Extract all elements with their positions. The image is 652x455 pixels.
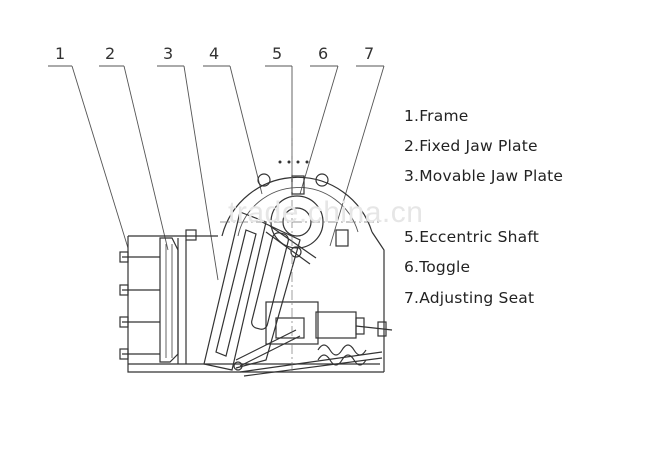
legend-item-movable-jaw-plate: 3.Movable Jaw Plate [404,167,564,185]
callout-number-5: 5 [272,44,283,63]
toggle [233,329,383,377]
callout-number-1: 1 [55,44,66,63]
legend-item-toggle: 6.Toggle [404,258,471,276]
callout-number-4: 4 [209,44,220,63]
watermark: trade.china.cn [228,196,424,229]
movable-jaw-plate [203,211,301,371]
callout-number-6: 6 [318,44,329,63]
callout-number-2: 2 [105,44,116,63]
legend-item-fixed-jaw-plate: 2.Fixed Jaw Plate [404,137,538,155]
fixed-jaw-plate [159,237,179,363]
eccentric-shaft [265,225,317,265]
adjusting-seat [265,301,393,366]
legend-item-adjusting-seat: 7.Adjusting Seat [404,289,535,307]
legend-item-eccentric-shaft: 5.Eccentric Shaft [404,228,540,246]
callout-leaders [48,65,385,281]
callout-number-3: 3 [163,44,174,63]
callout-number-7: 7 [364,44,375,63]
legend-item-frame: 1.Frame [404,107,469,125]
frame [119,231,385,373]
